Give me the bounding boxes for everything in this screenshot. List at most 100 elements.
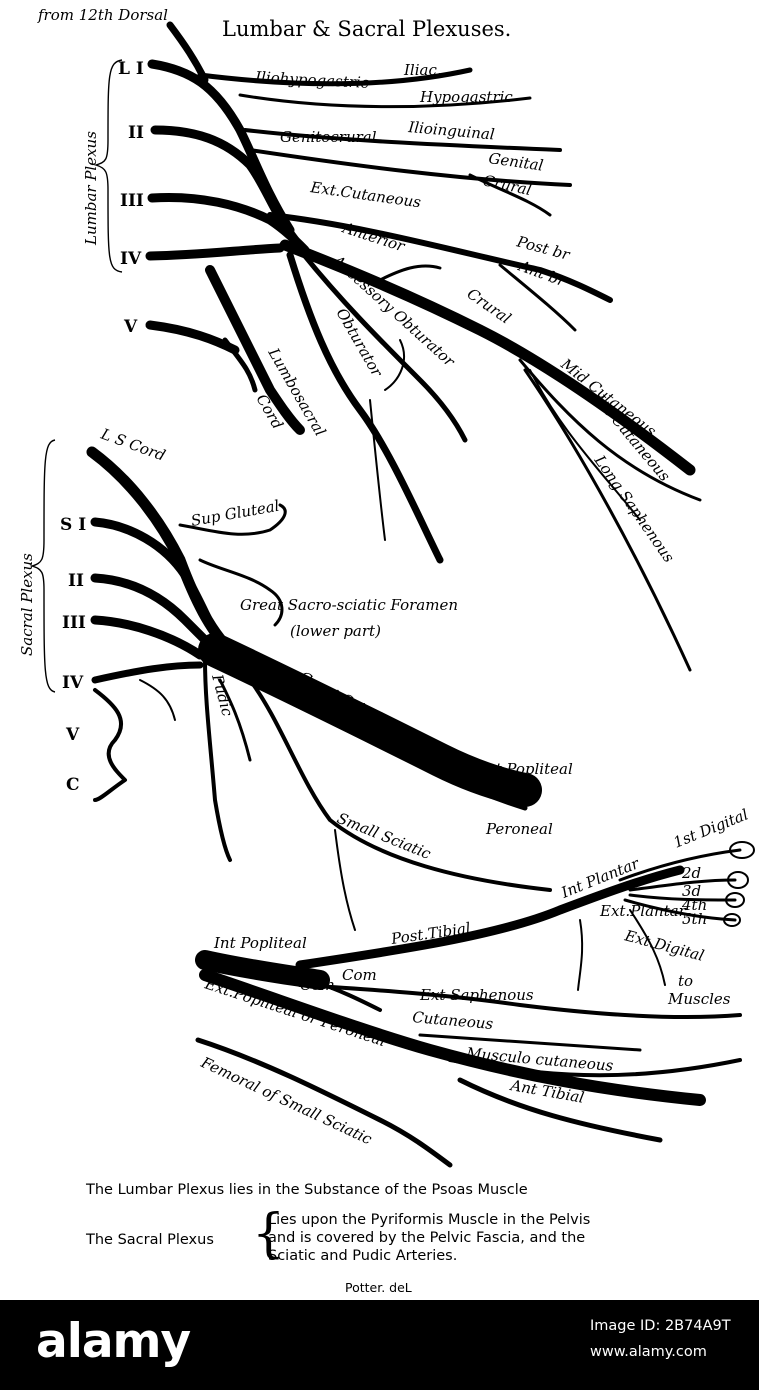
alamy-logo: alamy: [36, 1314, 191, 1369]
pudic-twig: [218, 678, 252, 762]
label-muscles: Muscles: [667, 990, 731, 1008]
label-lower-part: (lower part): [290, 622, 381, 640]
caption-sacral-label: The Sacral Plexus: [86, 1232, 214, 1248]
label-sup-gluteal: Sup Gluteal: [190, 497, 281, 530]
pudic-nerve: [203, 658, 232, 862]
small-sciatic-nerve: [248, 678, 552, 892]
nerve-diagram: Lumbar & Sacral Plexuses. from 12th Dors…: [18, 6, 755, 1168]
long-saphenous-nerve: [523, 368, 692, 672]
sacral-root-3: [90, 615, 205, 660]
label-genital: Genital: [487, 149, 544, 175]
lumbar-brace: [93, 59, 123, 273]
toe-1: [729, 841, 755, 859]
lumbar-root-label-2: II: [128, 123, 144, 143]
int-cutaneous-nerve: [518, 358, 702, 502]
digital-2: [628, 878, 737, 892]
femoral-small-sciatic-nerve: [195, 1037, 453, 1168]
lumbar-root-label-4: IV: [120, 249, 142, 269]
ant-br-branch: [498, 263, 577, 332]
label-genitocrural: Genitocrural: [280, 128, 377, 146]
label-to: to: [678, 972, 693, 990]
label-small-sciatic: Small Sciatic: [335, 809, 435, 863]
anterior-branch: [378, 264, 442, 282]
iliohypogastric-nerve: [197, 67, 473, 87]
accessory-obturator-nerve: [297, 247, 468, 443]
label-digit-4: 4th: [681, 896, 707, 914]
label-int-popliteal-upper: Int Popliteal: [479, 760, 573, 778]
label-great-sacro-sciatic: Great Sacro-sciatic Foramen: [240, 596, 458, 614]
label-hypogastric: Hypogastric: [419, 88, 513, 106]
label-crural-upper: Crural: [481, 171, 533, 199]
origin-label: from 12th Dorsal: [37, 6, 168, 24]
label-anterior: Anterior: [339, 218, 408, 256]
lumbosacral-cord: [205, 265, 305, 435]
ext-cutaneous-nerve: [267, 212, 613, 303]
genitocrural-nerve: [248, 148, 572, 187]
caption-sacral-lines: Lies upon the Pyriformis Muscle in the P…: [268, 1211, 590, 1265]
lumbar-brace-label: Lumbar Plexus: [82, 131, 100, 246]
caption-credit: Potter. deL: [345, 1280, 412, 1295]
perineal-twig: [139, 679, 176, 721]
label-iliac: Iliac.: [403, 61, 442, 79]
obturator-nerve: [286, 251, 444, 564]
diagram-title: Lumbar & Sacral Plexuses.: [222, 17, 511, 41]
ant-tibial-nerve: [457, 1077, 663, 1143]
illustration: Lumbar & Sacral Plexuses. from 12th Dors…: [18, 6, 755, 1295]
cutaneous-nerve: [418, 1033, 642, 1052]
label-femoral-small-sciatic: Femoral of Small Sciatic: [197, 1053, 375, 1149]
to-muscles-twig: [629, 909, 666, 986]
sacral-root-label-5: V: [65, 725, 80, 745]
sup-gluteal-nerve: [178, 503, 287, 536]
lumbar-root-label-1: L I: [118, 59, 144, 79]
digital-3: [628, 893, 737, 902]
label-ilioinguinal: Ilioinguinal: [407, 118, 496, 144]
crural-branch-upper: [468, 173, 552, 217]
plantar-twig: [577, 919, 584, 991]
watermark-footer: alamy Image ID: 2B74A9T www.alamy.com: [0, 1300, 759, 1390]
lumbosacral-join: [222, 337, 258, 393]
obturator-loop: [384, 339, 405, 391]
caption-lumbar-line: The Lumbar Plexus lies in the Substance …: [86, 1182, 528, 1198]
lumbar-root-3: [147, 193, 310, 255]
label-int-popliteal-leg: Int Popliteal: [213, 934, 307, 952]
obturator-twig: [369, 399, 386, 541]
label-ext-cutaneous: Ext.Cutaneous: [308, 178, 422, 211]
sacral-nerves: [86, 446, 552, 931]
crural-twig: [529, 369, 641, 521]
label-digit-3: 3d: [682, 882, 701, 900]
image-id-text: Image ID: 2B74A9T: [590, 1318, 731, 1334]
musculo-cutaneous-nerve: [448, 1058, 742, 1078]
lumbar-root-label-5: V: [123, 317, 138, 337]
site-url-text: www.alamy.com: [590, 1344, 707, 1360]
toe-3: [725, 892, 745, 908]
sacral-brace: [29, 439, 56, 693]
label-ext-saphenous: Ext Saphenous: [419, 986, 534, 1004]
label-cutaneous: Cutaneous: [412, 1008, 495, 1033]
label-peroneal: Peroneal: [485, 820, 553, 838]
label-pudic: Pudic: [208, 671, 237, 718]
anterior-crural-nerve: [279, 239, 696, 476]
lumbar-root-5: [145, 320, 240, 355]
sacral-brace-label: Sacral Plexus: [18, 553, 36, 656]
sacral-root-1: [90, 517, 225, 650]
post-tibial-nerve: [295, 865, 685, 970]
label-iliohypogastric: Iliohypogastric: [254, 68, 370, 92]
int-plantar-branch: [618, 848, 742, 882]
sacral-root-label-2: II: [68, 571, 84, 591]
label-com-1: Com: [342, 966, 377, 984]
sacral-root-label-3: III: [62, 613, 86, 633]
caption-sacral-line-3: Sciatic and Pudic Arteries.: [268, 1248, 458, 1264]
ext-popliteal-nerve: [199, 969, 706, 1106]
coccygeal-loop: [93, 688, 127, 802]
label-first-digital: 1st Digital: [671, 805, 751, 851]
label-ext-digital: Ext.Digital: [622, 926, 706, 965]
toe-2: [727, 871, 749, 889]
peroneal-branch: [437, 767, 528, 811]
lumbar-root-label-3: III: [120, 191, 144, 211]
label-ext-plantar: Ext.Plantar: [599, 902, 687, 920]
toe-outlines: [723, 841, 755, 927]
sacral-root-label-6: C: [66, 775, 80, 795]
lumbar-nerves: [145, 21, 702, 672]
sacral-root-label-1: S I: [60, 515, 86, 535]
lumbar-root-4: [145, 243, 285, 261]
